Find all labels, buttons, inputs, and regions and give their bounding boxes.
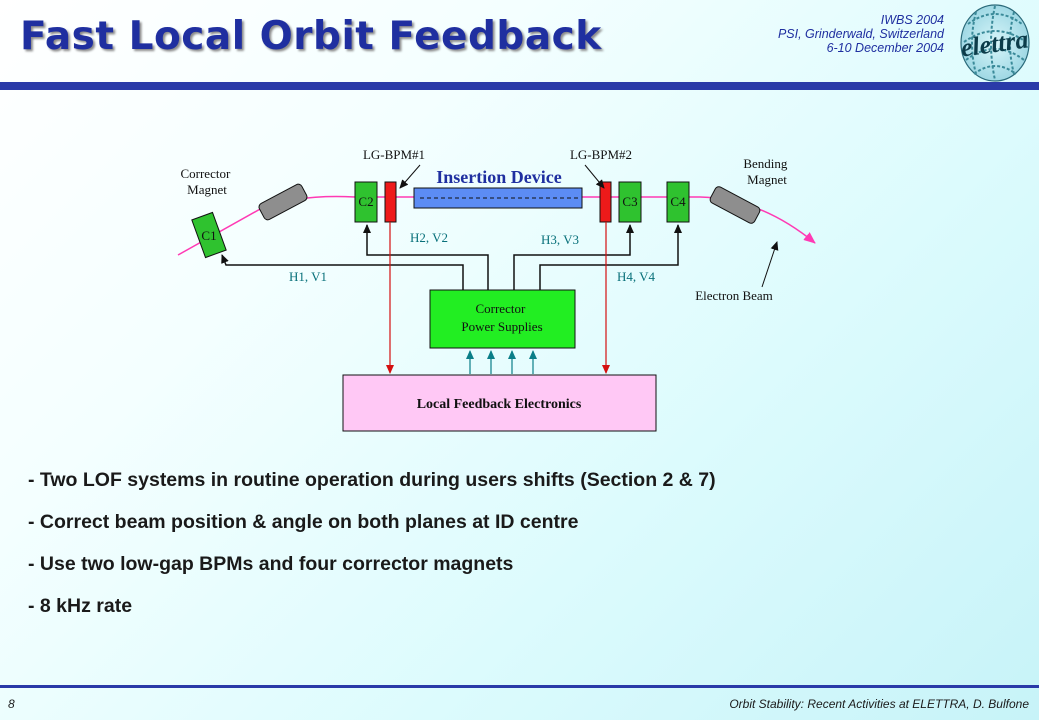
conference-name: IWBS 2004	[880, 13, 944, 27]
bullet-item: - Two LOF systems in routine operation d…	[28, 469, 716, 491]
bpm-2	[599, 181, 612, 223]
conference-location: PSI, Grinderwald, Switzerland	[777, 27, 944, 41]
bullet-item: - Use two low-gap BPMs and four correcto…	[28, 553, 514, 575]
footer-divider	[0, 685, 1039, 688]
signal-h4-v4: H4, V4	[617, 269, 656, 284]
corrector-c4-label: C4	[670, 194, 686, 209]
electronics-label: Local Feedback Electronics	[417, 397, 582, 412]
page-number: 8	[8, 697, 15, 711]
signal-h1-v1: H1, V1	[289, 269, 327, 284]
electron-beam-label: Electron Beam	[695, 288, 773, 303]
conference-dates: 6-10 December 2004	[826, 41, 944, 55]
signal-h2-v2: H2, V2	[410, 230, 448, 245]
corrector-magnet-label: Corrector Magnet	[180, 166, 233, 197]
elettra-logo: elettra	[959, 4, 1030, 82]
corrector-c3-label: C3	[622, 194, 637, 209]
corrector-c1-label: C1	[201, 228, 216, 243]
corrector-c2	[354, 181, 378, 223]
corrector-c1	[191, 211, 227, 259]
power-supplies-label: Corrector Power Supplies	[461, 301, 542, 334]
insertion-device-label: Insertion Device	[436, 167, 561, 187]
corrector-c2-label: C2	[358, 194, 373, 209]
bpm-1	[384, 181, 397, 223]
bullet-list: - Two LOF systems in routine operation d…	[28, 467, 716, 635]
corrector-c3	[618, 181, 642, 223]
bending-magnet-label: Bending Magnet	[743, 156, 790, 187]
signal-h3-v3: H3, V3	[541, 232, 579, 247]
local-feedback-electronics	[342, 374, 657, 432]
bpm-2-label: LG-BPM#2	[570, 147, 632, 162]
bending-magnet	[709, 186, 761, 224]
bullet-item: - 8 kHz rate	[28, 595, 133, 617]
header-divider	[0, 82, 1039, 90]
corrector-magnet	[258, 183, 308, 221]
bpm-1-label: LG-BPM#1	[363, 147, 425, 162]
footer-credit: Orbit Stability: Recent Activities at EL…	[729, 697, 1029, 711]
conference-info: IWBS 2004 PSI, Grinderwald, Switzerland …	[778, 13, 944, 55]
corrector-c4	[666, 181, 690, 223]
page-title: Fast Local Orbit Feedback	[20, 14, 602, 59]
bullet-item: - Correct beam position & angle on both …	[28, 511, 579, 533]
corrector-power-supplies	[429, 289, 576, 349]
